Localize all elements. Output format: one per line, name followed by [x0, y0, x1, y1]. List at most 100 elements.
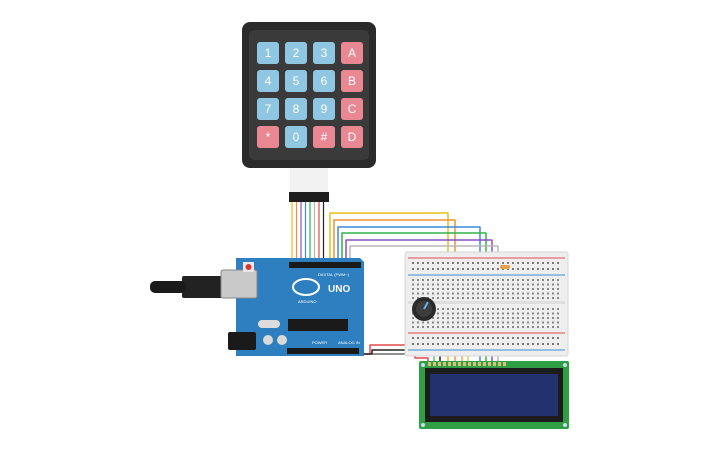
breadboard-hole: [452, 312, 454, 315]
keypad-key[interactable]: [257, 42, 279, 64]
breadboard-hole: [517, 288, 519, 290]
breadboard-hole: [482, 308, 484, 310]
breadboard-hole: [502, 288, 504, 290]
lcd-16x2[interactable]: [419, 361, 569, 429]
breadboard-hole: [527, 337, 529, 339]
breadboard-hole: [552, 343, 554, 345]
breadboard-hole: [527, 312, 529, 315]
breadboard-hole: [437, 308, 439, 310]
arduino-uno-board[interactable]: UNO ARDUINO DIGITAL (PWM~) POWER ANALOG …: [150, 258, 364, 356]
breadboard-hole: [477, 312, 479, 315]
breadboard[interactable]: [404, 251, 569, 357]
breadboard-hole: [492, 343, 494, 345]
breadboard-hole: [507, 308, 509, 310]
keypad-key[interactable]: [257, 70, 279, 92]
breadboard-hole: [457, 343, 459, 345]
breadboard-hole: [517, 321, 519, 324]
breadboard-hole: [492, 283, 494, 286]
keypad-key[interactable]: [313, 42, 335, 64]
breadboard-hole: [522, 308, 524, 310]
keypad-key[interactable]: [257, 98, 279, 120]
breadboard-hole: [497, 292, 499, 295]
breadboard-hole: [522, 343, 524, 345]
breadboard-hole: [487, 343, 489, 345]
breadboard-hole: [447, 308, 449, 310]
breadboard-hole: [492, 288, 494, 290]
breadboard-hole: [507, 343, 509, 345]
breadboard-hole: [442, 317, 444, 319]
breadboard-hole: [522, 312, 524, 315]
breadboard-hole: [527, 343, 529, 345]
keypad-key[interactable]: [257, 126, 279, 148]
breadboard-hole: [477, 337, 479, 339]
breadboard-hole: [542, 343, 544, 345]
keypad-key-label: 4: [265, 74, 272, 88]
keypad-key[interactable]: [313, 70, 335, 92]
breadboard-hole: [522, 283, 524, 286]
breadboard-hole: [487, 292, 489, 295]
keypad-key[interactable]: [341, 98, 363, 120]
breadboard-hole: [462, 337, 464, 339]
keypad-key[interactable]: [285, 70, 307, 92]
keypad-key[interactable]: [341, 42, 363, 64]
breadboard-hole: [447, 317, 449, 319]
keypad-ribbon: [290, 168, 328, 192]
breadboard-hole: [477, 297, 479, 299]
lcd-pin: [453, 362, 456, 366]
breadboard-hole: [482, 268, 484, 270]
keypad-key-label: 0: [293, 130, 300, 144]
keypad-key-label: 1: [265, 46, 272, 60]
breadboard-hole: [412, 283, 414, 286]
capacitor: [277, 335, 287, 345]
breadboard-hole: [547, 297, 549, 299]
breadboard-hole: [437, 262, 439, 264]
keypad-key[interactable]: [341, 126, 363, 148]
breadboard-hole: [462, 312, 464, 315]
keypad-key[interactable]: [285, 126, 307, 148]
keypad-key[interactable]: [313, 98, 335, 120]
breadboard-hole: [547, 326, 549, 328]
resistor[interactable]: [500, 265, 510, 269]
breadboard-hole: [462, 288, 464, 290]
breadboard-hole: [477, 317, 479, 319]
breadboard-hole: [557, 283, 559, 286]
arduino-infinity-logo: [292, 278, 320, 296]
breadboard-hole: [422, 288, 424, 290]
breadboard-hole: [537, 268, 539, 270]
breadboard-hole: [442, 292, 444, 295]
breadboard-hole: [447, 297, 449, 299]
breadboard-hole: [427, 321, 429, 324]
breadboard-hole: [527, 283, 529, 286]
keypad-key[interactable]: [341, 70, 363, 92]
breadboard-hole: [532, 297, 534, 299]
breadboard-hole: [462, 279, 464, 281]
keypad-key[interactable]: [313, 126, 335, 148]
breadboard-hole: [467, 288, 469, 290]
breadboard-hole: [447, 268, 449, 270]
breadboard-hole: [482, 288, 484, 290]
breadboard-hole: [502, 297, 504, 299]
breadboard-hole: [472, 297, 474, 299]
breadboard-hole: [432, 268, 434, 270]
breadboard-hole: [447, 283, 449, 286]
breadboard-hole: [487, 268, 489, 270]
breadboard-hole: [462, 297, 464, 299]
breadboard-hole: [412, 292, 414, 295]
breadboard-hole: [512, 317, 514, 319]
lcd-pin: [498, 362, 501, 366]
breadboard-trench: [408, 301, 565, 304]
breadboard-hole: [532, 279, 534, 281]
mounting-hole: [563, 423, 567, 427]
breadboard-hole: [512, 297, 514, 299]
breadboard-hole: [502, 343, 504, 345]
keypad-key[interactable]: [285, 98, 307, 120]
breadboard-hole: [552, 308, 554, 310]
breadboard-hole: [482, 292, 484, 295]
keypad-key[interactable]: [285, 42, 307, 64]
breadboard-hole: [467, 343, 469, 345]
breadboard-hole: [417, 262, 419, 264]
breadboard-hole: [422, 343, 424, 345]
breadboard-hole: [542, 337, 544, 339]
breadboard-hole: [497, 321, 499, 324]
